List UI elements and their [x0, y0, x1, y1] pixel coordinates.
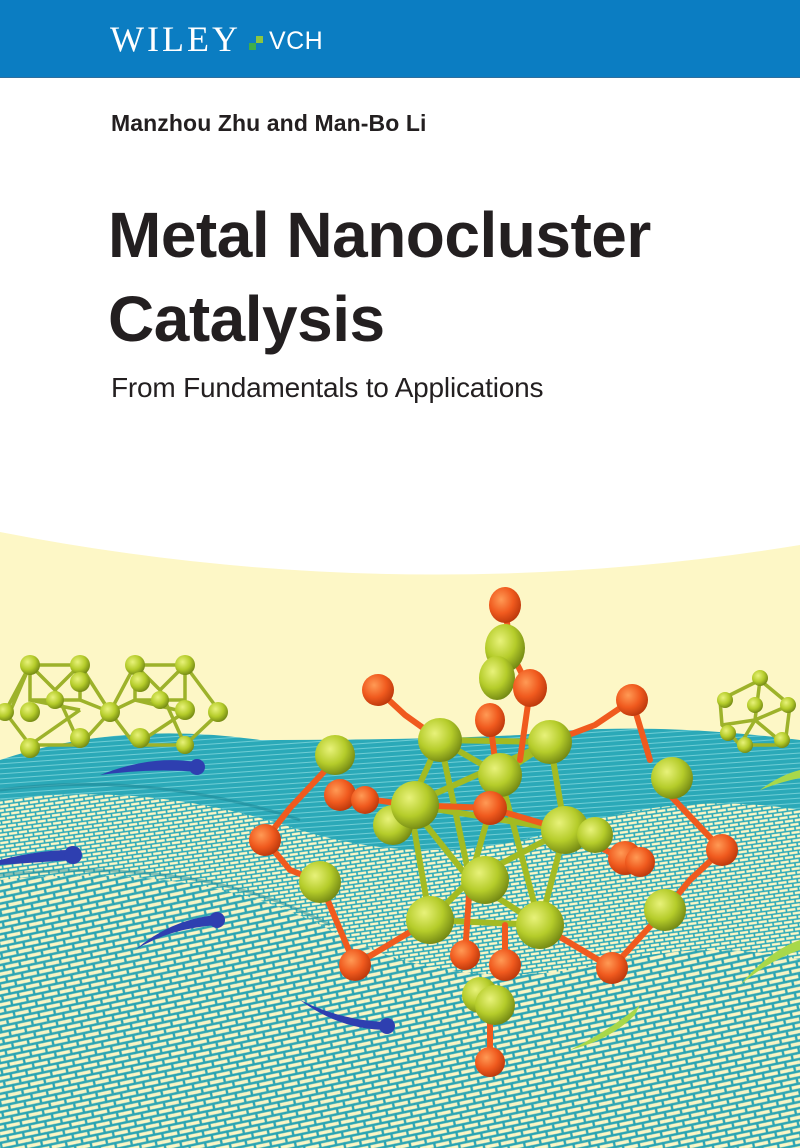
left-cluster-atoms	[0, 655, 796, 758]
wiley-logo-mark-icon	[248, 36, 263, 50]
publisher-logo: WILEY VCH	[110, 20, 323, 58]
publisher-bar: WILEY VCH	[0, 0, 800, 78]
book-authors: Manzhou Zhu and Man-Bo Li	[111, 110, 427, 136]
blue-streaks	[0, 759, 395, 1034]
book-subtitle: From Fundamentals to Applications	[111, 372, 544, 403]
publisher-imprint: VCH	[268, 27, 324, 55]
green-streaks	[570, 770, 800, 1050]
book-title-line2: Catalysis	[108, 283, 385, 355]
book-title: Metal Nanocluster Catalysis	[108, 193, 651, 361]
cover-artwork-nanocluster-illustration	[0, 532, 800, 1148]
ligand-atoms	[249, 587, 738, 1077]
metal-atoms	[299, 624, 693, 1025]
book-title-line1: Metal Nanocluster	[108, 199, 651, 271]
publisher-name: WILEY	[110, 19, 241, 59]
